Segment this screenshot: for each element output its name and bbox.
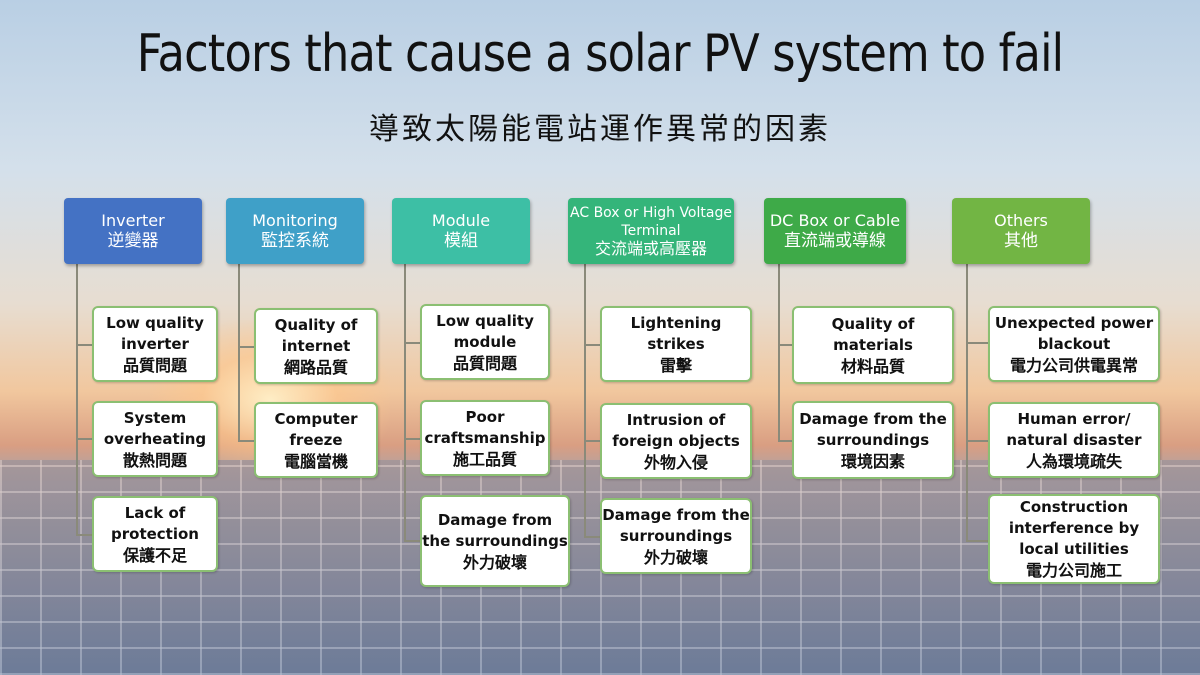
factor-card: Human error/ natural disaster 人為環境疏失 [988, 402, 1160, 478]
connector-line [778, 440, 794, 442]
header-en: Monitoring [252, 211, 338, 230]
header-monitoring: Monitoring 監控系統 [226, 198, 364, 264]
factor-card: Unexpected power blackout 電力公司供電異常 [988, 306, 1160, 382]
connector-line [404, 540, 420, 542]
header-en: Inverter [101, 211, 165, 230]
factor-en: Damage from the surroundings [799, 409, 947, 449]
factor-en: Computer freeze [274, 409, 358, 449]
factor-card: Damage from the surroundings 外力破壞 [420, 495, 570, 587]
factor-card: Quality of materials 材料品質 [792, 306, 954, 384]
connector-line [966, 440, 988, 442]
header-zh: 直流端或導線 [784, 231, 886, 251]
header-zh: 交流端或高壓器 [594, 239, 707, 258]
factor-en: Human error/ natural disaster [1006, 409, 1142, 449]
factor-zh: 網路品質 [283, 357, 348, 377]
connector-line [76, 438, 92, 440]
factor-card: Damage from the surroundings 環境因素 [792, 401, 954, 479]
header-dc-box: DC Box or Cable 直流端或導線 [764, 198, 906, 264]
factor-zh: 電力公司供電異常 [1009, 355, 1138, 375]
factor-card: Construction interference by local utili… [988, 494, 1160, 584]
factor-en: System overheating [103, 408, 207, 448]
connector-line [76, 534, 92, 536]
factor-zh: 電腦當機 [283, 451, 348, 471]
factor-en: Low quality inverter [106, 313, 204, 353]
header-inverter: Inverter 逆變器 [64, 198, 202, 264]
header-en: Module [431, 211, 491, 230]
header-zh: 其他 [1004, 231, 1038, 251]
connector-line [584, 264, 586, 538]
header-en: DC Box or Cable [769, 211, 901, 230]
factor-card: Poor craftsmanship 施工品質 [420, 400, 550, 476]
header-zh: 模組 [444, 231, 478, 251]
factor-card: Lightening strikes 雷擊 [600, 306, 752, 382]
connector-line [76, 264, 78, 536]
factor-en: Poor craftsmanship [424, 407, 546, 447]
slide-title: Factors that cause a solar PV system to … [136, 24, 1064, 84]
connector-line [404, 438, 420, 440]
connector-line [778, 344, 794, 346]
connector-line [966, 264, 968, 542]
header-zh: 逆變器 [107, 231, 159, 251]
factor-zh: 人為環境疏失 [1025, 451, 1122, 471]
connector-line [584, 344, 600, 346]
factor-en: Construction interference by local utili… [1008, 498, 1140, 558]
factor-zh: 散熱問題 [122, 450, 187, 470]
header-zh: 監控系統 [261, 231, 329, 251]
factor-zh: 外力破壞 [643, 547, 708, 567]
connector-line [584, 440, 600, 442]
factor-card: System overheating 散熱問題 [92, 401, 218, 477]
slide-subtitle: 導致太陽能電站運作異常的因素 [369, 112, 831, 147]
factor-card: Lack of protection 保護不足 [92, 496, 218, 572]
factor-zh: 保護不足 [122, 545, 187, 565]
connector-line [238, 264, 240, 442]
factor-zh: 環境因素 [840, 451, 905, 471]
factor-zh: 材料品質 [840, 356, 905, 376]
factor-card: Low quality inverter 品質問題 [92, 306, 218, 382]
connector-line [584, 536, 600, 538]
factor-en: Lightening strikes [630, 313, 722, 353]
factor-zh: 品質問題 [122, 355, 187, 375]
factor-zh: 外物入侵 [643, 452, 708, 472]
factor-en: Quality of internet [274, 315, 358, 355]
connector-line [778, 264, 780, 442]
factor-card: Low quality module 品質問題 [420, 304, 550, 380]
connector-line [404, 264, 406, 540]
factor-en: Quality of materials [831, 314, 915, 354]
factor-en: Damage from the surroundings [422, 510, 568, 550]
factor-zh: 品質問題 [452, 353, 517, 373]
factor-card: Computer freeze 電腦當機 [254, 402, 378, 478]
factor-card: Intrusion of foreign objects 外物入侵 [600, 403, 752, 479]
factor-zh: 雷擊 [659, 355, 692, 375]
header-en: Others [994, 211, 1048, 230]
header-en: AC Box or High Voltage Terminal [570, 205, 732, 239]
factor-zh: 外力破壞 [462, 552, 527, 572]
factor-en: Intrusion of foreign objects [612, 410, 740, 450]
factor-en: Low quality module [436, 311, 534, 351]
factor-card: Damage from the surroundings 外力破壞 [600, 498, 752, 574]
header-ac-box: AC Box or High Voltage Terminal 交流端或高壓器 [568, 198, 734, 264]
factor-en: Lack of protection [111, 503, 199, 543]
factor-zh: 施工品質 [452, 449, 517, 469]
connector-line [966, 540, 988, 542]
factor-en: Damage from the surroundings [602, 505, 750, 545]
factor-en: Unexpected power blackout [994, 313, 1154, 353]
header-others: Others 其他 [952, 198, 1090, 264]
connector-line [238, 346, 254, 348]
connector-line [238, 440, 254, 442]
connector-line [966, 342, 988, 344]
factor-card: Quality of internet 網路品質 [254, 308, 378, 384]
connector-line [404, 342, 420, 344]
header-module: Module 模組 [392, 198, 530, 264]
factor-zh: 電力公司施工 [1025, 561, 1122, 580]
connector-line [76, 344, 92, 346]
